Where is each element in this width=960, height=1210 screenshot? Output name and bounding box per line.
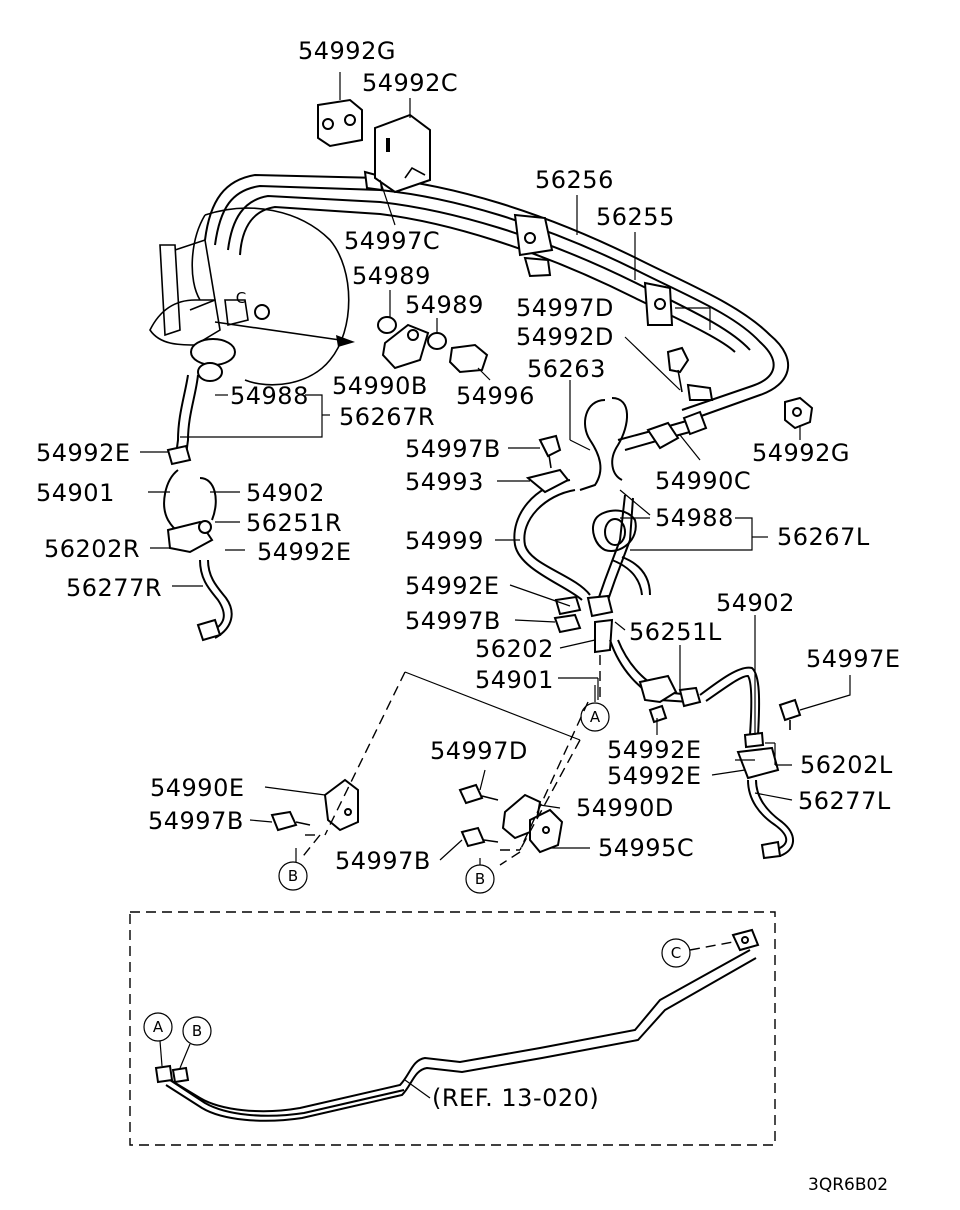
center-lower-fittings — [553, 594, 614, 700]
label-56277R: 56277R — [66, 574, 162, 602]
label-54989-a: 54989 — [352, 262, 431, 290]
label-54988-l: 54988 — [655, 504, 734, 532]
callout-a-main-letter: A — [590, 708, 601, 726]
bolt-54997D-top — [666, 346, 714, 401]
dashed-locator-lines — [299, 671, 589, 866]
fitting-54990C — [646, 410, 708, 450]
pipe-clamps — [363, 170, 674, 326]
label-54995C: 54995C — [598, 834, 694, 862]
bracket-54990E — [323, 778, 359, 832]
label-56251L: 56251L — [629, 618, 722, 646]
label-54997B-3: 54997B — [148, 807, 244, 835]
label-56256: 56256 — [535, 166, 614, 194]
main-brake-pipes — [204, 173, 790, 421]
label-54902-r: 54902 — [246, 479, 325, 507]
valve-56263-hoses — [513, 397, 691, 601]
label-56202L: 56202L — [800, 751, 893, 779]
label-56251R: 56251R — [246, 509, 342, 537]
bolt-54997B-lower-left — [270, 810, 311, 832]
brake-booster-illustration — [149, 207, 355, 386]
label-56202R: 56202R — [44, 535, 140, 563]
label-54997D-bottom: 54997D — [430, 737, 528, 765]
label-54999: 54999 — [405, 527, 484, 555]
callout-b-inset: B — [179, 1016, 212, 1069]
label-54993: 54993 — [405, 468, 484, 496]
callout-b-left: B — [278, 848, 308, 891]
main-assembly-drawing — [149, 98, 814, 866]
callout-a-main: A — [580, 685, 610, 732]
clip-54992G-top — [317, 98, 363, 148]
label-54990C: 54990C — [655, 467, 751, 495]
bracket-54995C — [529, 808, 564, 854]
hose-assembly-left — [609, 639, 802, 860]
label-54901-l: 54901 — [475, 666, 554, 694]
label-54992G-top: 54992G — [298, 37, 396, 65]
part-labels: 54992G 54992C 56256 56255 54997C 54989 5… — [36, 37, 901, 875]
leader-lines — [140, 72, 851, 861]
label-54992E-5: 54992E — [607, 762, 702, 790]
label-54997E: 54997E — [806, 645, 901, 673]
label-54997C: 54997C — [344, 227, 440, 255]
label-56267L: 56267L — [777, 523, 870, 551]
hose-assembly-right — [163, 374, 233, 642]
label-54989-b: 54989 — [405, 291, 484, 319]
label-54992G-right: 54992G — [752, 439, 850, 467]
label-56263: 56263 — [527, 355, 606, 383]
label-56255: 56255 — [596, 203, 675, 231]
label-54992C: 54992C — [362, 69, 458, 97]
label-54992E-2: 54992E — [257, 538, 352, 566]
bracket-54993 — [525, 468, 570, 494]
callout-c-inset: C — [661, 938, 734, 968]
bolt-54997D-lower — [458, 783, 499, 805]
callout-c-inset-letter: C — [671, 944, 681, 962]
label-54997B-2: 54997B — [405, 607, 501, 635]
clip-54992G-right — [784, 396, 814, 430]
callout-c-main-letter: C — [236, 289, 246, 307]
callout-b-center-letter: B — [475, 870, 485, 888]
label-54992E-1: 54992E — [36, 439, 131, 467]
label-56267R: 56267R — [339, 403, 435, 431]
bolt-54997B-lower-center — [460, 826, 499, 848]
label-56277L: 56277L — [798, 787, 891, 815]
label-54990D: 54990D — [576, 794, 674, 822]
label-54990B: 54990B — [332, 372, 428, 400]
label-54992D: 54992D — [516, 323, 614, 351]
diagram-code: 3QR6B02 — [808, 1175, 888, 1195]
label-56202: 56202 — [475, 635, 554, 663]
label-54997D-top: 54997D — [516, 294, 614, 322]
label-54992E-3: 54992E — [405, 572, 500, 600]
label-54992E-4: 54992E — [607, 736, 702, 764]
reference-inset: A B C (REF. 13-020) — [129, 911, 776, 1146]
bolt-54997B-center — [538, 434, 562, 469]
callout-b-left-letter: B — [288, 867, 298, 885]
label-54988-r: 54988 — [230, 382, 309, 410]
label-54902-l: 54902 — [716, 589, 795, 617]
label-54901-r: 54901 — [36, 479, 115, 507]
reference-note: (REF. 13-020) — [432, 1084, 599, 1112]
label-54990E: 54990E — [150, 774, 245, 802]
callout-b-center: B — [465, 858, 495, 894]
union-54990B-group — [377, 316, 489, 374]
label-54997B-4: 54997B — [335, 847, 431, 875]
callout-a-inset-letter: A — [153, 1018, 164, 1036]
label-54997B-1: 54997B — [405, 435, 501, 463]
callout-c-main: C — [236, 289, 246, 307]
label-54996: 54996 — [456, 382, 535, 410]
clamp-54992C — [374, 113, 431, 194]
callout-b-inset-letter: B — [192, 1022, 202, 1040]
callout-a-inset: A — [143, 1012, 173, 1067]
